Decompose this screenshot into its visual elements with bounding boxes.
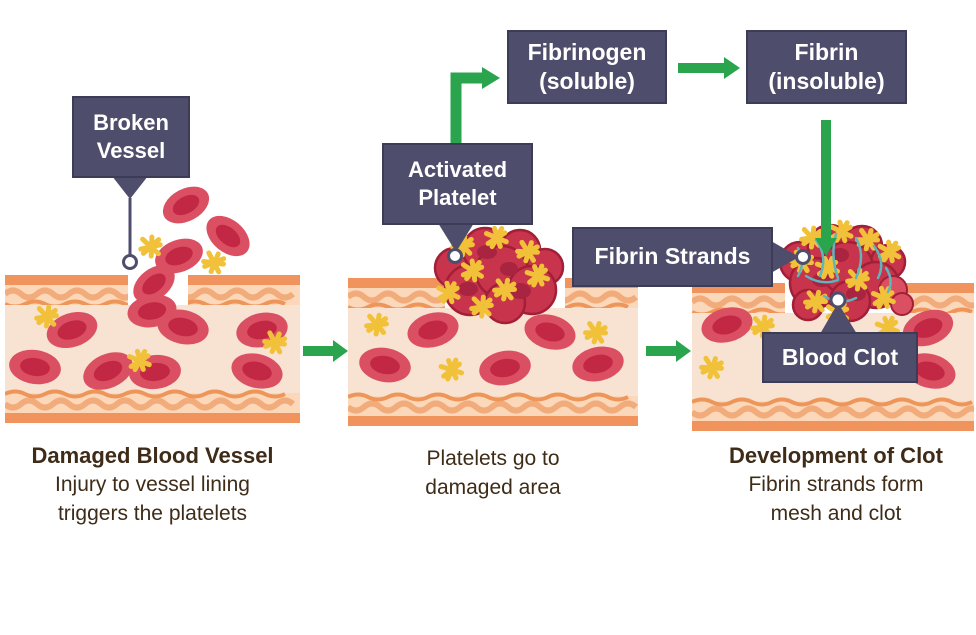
callout-pointers — [112, 176, 857, 334]
arrow-platelet-to-fibrinogen — [450, 67, 500, 143]
caption-clot-development: Development of Clot Fibrin strands form … — [690, 441, 976, 528]
blood-clot-marker — [829, 291, 847, 309]
label-line: Broken — [93, 110, 169, 136]
broken-vessel-marker — [122, 254, 138, 270]
label-line: Activated — [407, 157, 508, 183]
blood-clot-illustration — [778, 220, 914, 322]
caption-line: Fibrin strands form — [748, 473, 924, 496]
fibrin-strands-pointer — [771, 241, 799, 273]
fibrin-strands-marker — [795, 249, 811, 265]
label-line: Platelet — [418, 185, 497, 210]
caption-line: mesh and clot — [770, 502, 902, 525]
caption-line: Platelets go to — [426, 447, 560, 470]
platelet-plug — [433, 226, 565, 325]
label-blood-clot: Blood Clot — [762, 332, 918, 383]
arrow-fibrin-to-clot — [815, 120, 837, 256]
stage-arrow-1 — [303, 340, 348, 362]
vessel-wall-bottom — [5, 389, 300, 423]
caption-line: triggers the platelets — [57, 502, 248, 525]
caption-title: Damaged Blood Vessel — [31, 443, 274, 468]
caption-platelets: Platelets go to damaged area — [348, 444, 638, 502]
label-line: Fibrin Strands — [594, 243, 751, 270]
callout-markers — [122, 248, 847, 309]
label-line: Blood Clot — [781, 343, 899, 370]
label-fibrin: Fibrin (insoluble) — [746, 30, 907, 104]
label-broken-vessel: Broken Vessel — [72, 96, 190, 178]
caption-title: Development of Clot — [729, 443, 943, 468]
vessel-wall-bottom — [692, 397, 974, 431]
caption-line: Injury to vessel lining — [55, 473, 250, 496]
label-line: Vessel — [96, 138, 166, 163]
stage-arrow-2 — [646, 340, 691, 362]
label-line: Fibrin — [794, 38, 859, 65]
activated-platelet-marker — [447, 248, 463, 264]
label-fibrin-strands: Fibrin Strands — [572, 227, 773, 287]
broken-vessel-pointer — [112, 176, 148, 199]
arrow-fibrinogen-to-fibrin — [678, 57, 740, 79]
label-line: (soluble) — [539, 68, 635, 94]
label-fibrinogen: Fibrinogen (soluble) — [507, 30, 667, 104]
caption-damaged-vessel: Damaged Blood Vessel Injury to vessel li… — [5, 441, 300, 528]
activated-platelet-pointer — [438, 223, 474, 252]
label-activated-platelet: Activated Platelet — [382, 143, 533, 225]
caption-line: damaged area — [425, 476, 561, 499]
label-line: (insoluble) — [768, 68, 885, 94]
label-line: Fibrinogen — [527, 38, 647, 65]
blood-clot-pointer — [820, 303, 857, 334]
blood-vessel-3 — [692, 283, 974, 431]
vessel-wall-bottom — [348, 392, 638, 426]
